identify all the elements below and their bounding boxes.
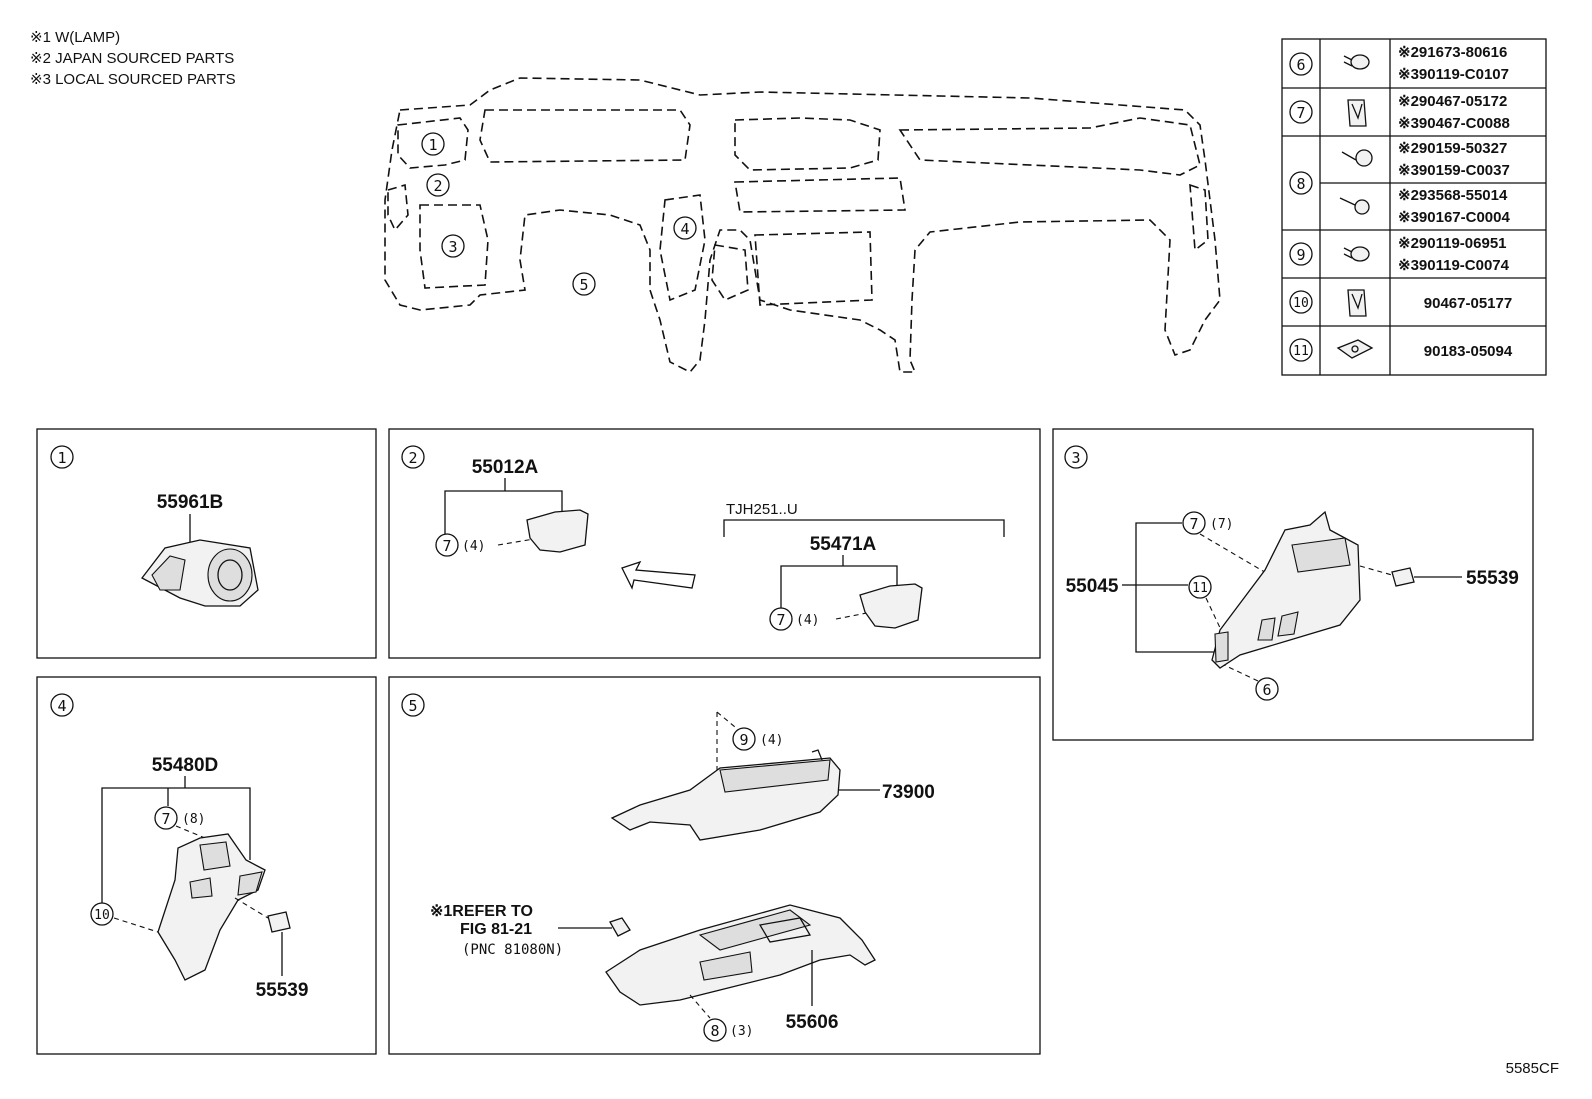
panel-5-ref-9: 9 xyxy=(739,731,748,749)
overview-callout-3 xyxy=(441,234,465,258)
table-part-9-local: ※390119-C0074 xyxy=(1398,257,1510,274)
svg-text:9: 9 xyxy=(1296,246,1305,264)
vent-assembly-drawing xyxy=(141,539,259,607)
part-55480D: 55480D xyxy=(152,755,219,776)
note-lamp: ※1 W(LAMP) xyxy=(30,29,120,46)
lamp-part-icon xyxy=(609,917,631,937)
panel-5: 5 9 (4) 73900 ※1REFER TO FIG 81-21 (PNC … xyxy=(388,676,1041,1055)
overview-callout-5 xyxy=(572,272,596,296)
screw-icon xyxy=(1339,197,1370,215)
note-local-sourced: ※3 LOCAL SOURCED PARTS xyxy=(30,71,236,88)
part-55045: 55045 xyxy=(1066,576,1119,597)
table-part-7-local: ※390467-C0088 xyxy=(1398,115,1510,132)
overview-callout-4 xyxy=(673,216,697,240)
panel-1: 1 55961B xyxy=(36,428,377,659)
panel-3-ref-7: 7 xyxy=(1189,515,1198,533)
table-ref-11 xyxy=(1289,338,1313,362)
part-55539-left: 55539 xyxy=(256,980,309,1001)
side-panel-drawing xyxy=(1211,510,1361,669)
table-ref-7 xyxy=(1289,100,1313,124)
panel-5-number: 5 xyxy=(408,697,417,715)
arrow-icon xyxy=(621,560,696,590)
overview-callout-2 xyxy=(426,173,450,197)
refer-note-line1: ※1REFER TO xyxy=(430,903,533,920)
table-part-8a-local: ※390159-C0037 xyxy=(1398,162,1510,179)
panel-2-qty-b: (4) xyxy=(796,613,819,628)
table-part-9-japan: ※290119-06951 xyxy=(1398,235,1507,252)
svg-text:3: 3 xyxy=(448,238,457,256)
nut-clip-icon xyxy=(1336,339,1374,359)
table-ref-6 xyxy=(1289,52,1313,76)
figure-code: 5585CF xyxy=(1506,1060,1559,1077)
glove-box-drawing xyxy=(610,749,841,841)
panel-2: 2 55012A 7 (4) TJH251..U 55471A 7 (4) xyxy=(388,428,1041,659)
clip-part-55539-right xyxy=(1391,567,1415,587)
panel-2-number: 2 xyxy=(408,449,417,467)
svg-text:4: 4 xyxy=(680,220,689,238)
part-55471A: 55471A xyxy=(810,534,877,555)
table-part-8b-local: ※390167-C0004 xyxy=(1398,209,1510,226)
refer-note-line2: FIG 81-21 xyxy=(460,921,532,938)
part-55012A: 55012A xyxy=(472,457,539,478)
lower-panel-drawing xyxy=(605,904,876,1006)
trim-cover-left xyxy=(526,509,589,553)
panel-2-ref-7b: 7 xyxy=(776,611,785,629)
part-55606: 55606 xyxy=(786,1012,839,1033)
lower-trim-drawing xyxy=(157,833,266,981)
panel-2-ref-7a: 7 xyxy=(442,537,451,555)
trim-cover-right xyxy=(859,583,923,629)
panel-3-qty-7: (7) xyxy=(1210,517,1233,532)
panel-4: 4 55480D 7 (8) 10 55539 xyxy=(36,676,377,1055)
svg-text:11: 11 xyxy=(1293,344,1309,359)
table-part-8b-japan: ※293568-55014 xyxy=(1398,187,1508,204)
table-part-8a-japan: ※290159-50327 xyxy=(1398,140,1507,157)
part-55961B: 55961B xyxy=(157,492,224,513)
bolt-icon xyxy=(1343,54,1370,70)
panel-3-ref-11: 11 xyxy=(1192,581,1208,596)
fastener-table: 6 7 8 9 10 11 ※29167 xyxy=(1281,38,1547,376)
overview-callouts: 1 2 3 4 5 xyxy=(421,132,697,296)
part-73900: 73900 xyxy=(882,782,935,803)
screw-icon xyxy=(1341,149,1373,167)
panel-4-ref-7: 7 xyxy=(161,810,170,828)
table-part-6-local: ※390119-C0107 xyxy=(1398,66,1509,83)
part-55539-right: 55539 xyxy=(1466,568,1519,589)
svg-text:1: 1 xyxy=(428,136,437,154)
svg-text:7: 7 xyxy=(1296,104,1305,122)
table-part-11: 90183-05094 xyxy=(1424,343,1513,360)
variant-label: TJH251..U xyxy=(726,501,798,518)
dashboard-overview xyxy=(384,77,1221,373)
overview-callout-1 xyxy=(421,132,445,156)
table-ref-9 xyxy=(1289,242,1313,266)
refer-note-line3: (PNC 81080N) xyxy=(462,942,563,958)
note-japan-sourced: ※2 JAPAN SOURCED PARTS xyxy=(30,50,234,67)
panel-5-ref-8: 8 xyxy=(710,1022,719,1040)
panel-3-number: 3 xyxy=(1071,449,1080,467)
svg-text:5: 5 xyxy=(579,276,588,294)
panel-4-number: 4 xyxy=(57,697,66,715)
panel-4-ref-10: 10 xyxy=(94,908,110,923)
panel-2-qty-a: (4) xyxy=(462,539,485,554)
panel-4-qty-7: (8) xyxy=(182,812,205,827)
panel-5-qty-8: (3) xyxy=(730,1024,753,1039)
table-ref-10 xyxy=(1289,290,1313,314)
svg-text:10: 10 xyxy=(1293,296,1309,311)
clip-icon xyxy=(1347,289,1367,317)
table-part-7-japan: ※290467-05172 xyxy=(1398,93,1507,110)
panel-3: 3 55045 7 (7) 11 6 55539 xyxy=(1052,428,1534,741)
panel-5-qty-9: (4) xyxy=(760,733,783,748)
bolt-icon xyxy=(1343,246,1370,262)
panel-1-number: 1 xyxy=(57,449,66,467)
table-part-6-japan: ※291673-80616 xyxy=(1398,44,1507,61)
table-ref-8 xyxy=(1289,171,1313,195)
svg-text:2: 2 xyxy=(433,177,442,195)
svg-text:6: 6 xyxy=(1296,56,1305,74)
table-part-10: 90467-05177 xyxy=(1424,295,1512,312)
clip-icon xyxy=(1347,99,1367,127)
svg-text:8: 8 xyxy=(1296,175,1305,193)
clip-part-55539-left xyxy=(267,911,291,933)
panel-3-ref-6: 6 xyxy=(1262,681,1271,699)
